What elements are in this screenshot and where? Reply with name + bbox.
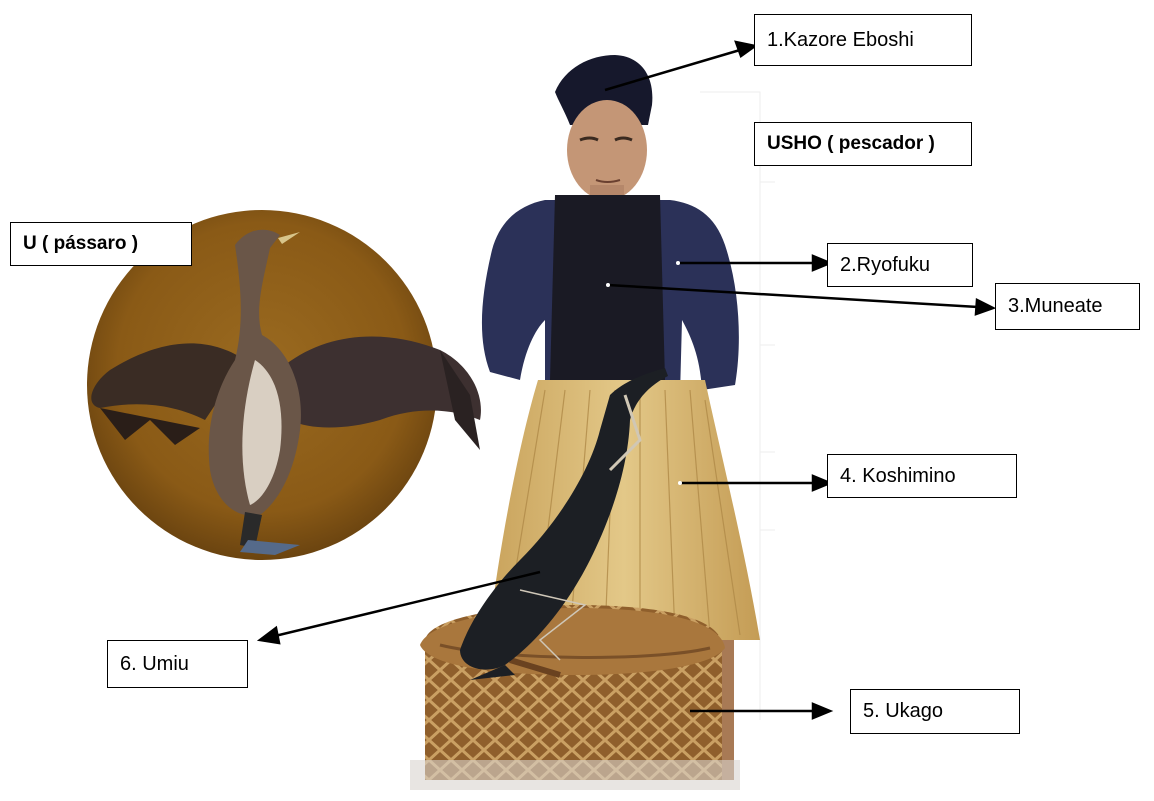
ukago-basket: [410, 605, 740, 790]
label-koshimino: 4. Koshimino: [827, 454, 1017, 498]
arrowhead-ukago: [813, 704, 830, 718]
label-u-bird: U ( pássaro ): [10, 222, 192, 266]
label-kazore-eboshi: 1.Kazore Eboshi: [754, 14, 972, 66]
label-ukago: 5. Ukago: [850, 689, 1020, 734]
label-umiu: 6. Umiu: [107, 640, 248, 688]
label-muneate: 3.Muneate: [995, 283, 1140, 330]
label-ryofuku: 2.Ryofuku: [827, 243, 973, 287]
arrowhead-muneate: [976, 300, 993, 314]
arrowhead-kazore-eboshi: [736, 42, 755, 56]
arrowhead-umiu: [260, 628, 279, 643]
label-usho: USHO ( pescador ): [754, 122, 972, 166]
